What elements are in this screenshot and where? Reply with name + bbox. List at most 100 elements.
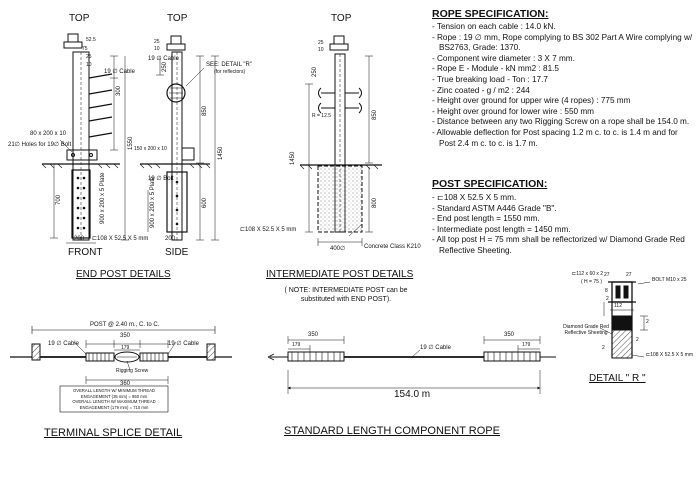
label-channel-int: ⊏108 X 52.5 X 5 mm bbox=[240, 227, 297, 233]
label-plate-900-side: 900 x 200 x 5 Plate bbox=[150, 176, 156, 228]
dim-25-int: 25 bbox=[318, 40, 324, 46]
rope-spec-item: - True breaking load - Ton : 17.7 bbox=[432, 74, 548, 84]
splice-note: OVERALL LENGTH W/ MINIMUM THREAD ENGAGEM… bbox=[60, 388, 168, 410]
post-spec-list: - ⊏108 X 52.5 X 5 mm. - Standard ASTM A4… bbox=[432, 193, 694, 257]
end-post-side bbox=[139, 35, 219, 241]
intermediate-note-line-2: substituted with END POST). bbox=[300, 296, 392, 303]
dim-250-int: 250 bbox=[312, 66, 318, 77]
detail-2c: 2 bbox=[636, 337, 639, 343]
terminal-splice-caption: TERMINAL SPLICE DETAIL bbox=[44, 427, 183, 439]
dim-850-int: 850 bbox=[372, 109, 378, 120]
dim-400: 400∅ bbox=[330, 246, 346, 252]
splice-note-line-2: ENGAGEMENT (35 mm) = 950 mm bbox=[80, 393, 148, 399]
dim-1450-int: 1450 bbox=[290, 151, 296, 165]
detail-sheeting-line-1: Diamond Grade Red bbox=[563, 324, 609, 330]
top-label-intermediate: TOP bbox=[331, 13, 352, 24]
detail-sheeting-line-2: Reflective Sheeting bbox=[564, 330, 608, 336]
dim-250: 250 bbox=[162, 61, 168, 72]
detail-channel-bottom: ⊏108 X 52.5 X 5 mm bbox=[646, 352, 693, 358]
detail-112: 112 bbox=[614, 303, 622, 309]
label-plate-900-front: 900 x 200 x 5 Plate bbox=[100, 172, 106, 224]
label-cable19-side: 19 ∅ Cable bbox=[148, 56, 179, 62]
dim-10a: 10 bbox=[86, 62, 92, 68]
detail-2d: 2 bbox=[602, 345, 605, 351]
splice-dim-179: 179 bbox=[121, 345, 130, 351]
top-label-end-side: TOP bbox=[167, 13, 188, 24]
rope-dim-179b: 179 bbox=[522, 342, 531, 348]
detail-27b: 27 bbox=[626, 272, 632, 278]
splice-note-line-3: OVERALL LENGTH W/ MAXIMUM THREAD bbox=[72, 399, 156, 405]
label-bolt19-side: 19 ∅ Bolt bbox=[148, 176, 174, 182]
dim-52-5: 52.5 bbox=[86, 37, 96, 43]
dim-700: 700 bbox=[56, 194, 62, 205]
rope-cable-label: 19 ∅ Cable bbox=[420, 345, 451, 351]
rope-spec-item: - Tension on each cable : 14.0 kN. bbox=[432, 22, 556, 31]
end-post-front bbox=[41, 33, 129, 244]
rope-length: 154.0 m bbox=[394, 389, 431, 400]
dim-10-int: 10 bbox=[318, 47, 324, 53]
label-plate-80: 80 x 200 x 10 bbox=[30, 131, 67, 137]
dim-10b: 10 bbox=[154, 46, 160, 52]
dim-r: R = 12.5 bbox=[312, 113, 332, 119]
side-label: SIDE bbox=[165, 247, 189, 258]
post-spec-title: POST SPECIFICATION: bbox=[432, 178, 548, 190]
detail-8: 8 bbox=[605, 288, 608, 294]
dim-75: 75 bbox=[82, 46, 88, 52]
top-label-end-front: TOP bbox=[69, 13, 90, 24]
rope-dim-179a: 179 bbox=[292, 342, 301, 348]
rope-spec-title: ROPE SPECIFICATION: bbox=[432, 8, 549, 20]
splice-note-line-1: OVERALL LENGTH W/ MINIMUM THREAD bbox=[73, 388, 155, 393]
label-for-reflectors: (for reflectors) bbox=[214, 69, 246, 75]
detail-2b: 2 bbox=[646, 319, 649, 325]
label-concrete: Concrete Class K210 bbox=[364, 244, 421, 250]
component-rope-caption: STANDARD LENGTH COMPONENT ROPE bbox=[284, 425, 500, 437]
splice-dim-360: 360 bbox=[120, 381, 131, 387]
label-see-detail: SEE: DETAIL "R" bbox=[206, 62, 252, 68]
post-spacing-label: POST @ 2.40 m., C. to C. bbox=[90, 322, 160, 328]
post-spec-item: - Standard ASTM A446 Grade "B". bbox=[432, 203, 557, 213]
rope-spec-item: - Zinc coated - g / m2 : 244 bbox=[432, 85, 530, 95]
rope-dim-350b: 350 bbox=[504, 332, 515, 338]
rope-spec-item: - Component wire diameter : 3 X 7 mm. bbox=[432, 53, 575, 63]
detail-r-drawing bbox=[599, 281, 651, 359]
dim-600: 600 bbox=[202, 197, 208, 208]
dim-200b: 200 bbox=[165, 236, 176, 242]
label-cable19-front: 19 ∅ Cable bbox=[104, 69, 135, 75]
post-spec-item: - Intermediate post length = 1450 mm. bbox=[432, 224, 571, 234]
intermediate-caption: INTERMEDIATE POST DETAILS bbox=[266, 269, 414, 280]
splice-cable-right: 19 ∅ Cable bbox=[168, 341, 199, 347]
splice-note-line-4: ENGAGEMENT (179 mm) = 710 mm bbox=[79, 404, 149, 410]
intermediate-note-line-1: ( NOTE: INTERMEDIATE POST can be bbox=[284, 287, 408, 294]
intermediate-post bbox=[299, 35, 382, 246]
detail-h: ( H = 75 ) bbox=[581, 279, 602, 285]
rope-spec-list: - Tension on each cable : 14.0 kN. - Rop… bbox=[432, 22, 694, 149]
rigging-screw-label: Rigging Screw bbox=[116, 368, 149, 374]
detail-channel-top: ⊏112 x 60 x 2 bbox=[572, 271, 604, 277]
dim-300: 300 bbox=[116, 85, 122, 96]
dim-1450-side: 1450 bbox=[218, 146, 224, 160]
end-post-caption: END POST DETAILS bbox=[76, 269, 171, 280]
rope-spec-item: - Distance between any two Rigging Screw… bbox=[432, 117, 690, 127]
detail-2a: 2 bbox=[606, 296, 609, 302]
post-spec-item: - ⊏108 X 52.5 X 5 mm. bbox=[432, 193, 517, 202]
splice-cable-left: 19 ∅ Cable bbox=[48, 341, 79, 347]
detail-r-caption: DETAIL " R " bbox=[589, 373, 646, 384]
rope-spec-item: - Height over ground for upper wire (4 r… bbox=[432, 96, 631, 106]
post-spec-item: - All top post H = 75 mm shall be reflec… bbox=[432, 235, 685, 255]
rope-spec-item: - Rope : 19 ∅ mm, Rope complying to BS 3… bbox=[432, 32, 693, 53]
rope-spec-item: - Rope E - Module - kN mm2 : 81.5 bbox=[432, 64, 559, 74]
dim-850: 850 bbox=[202, 105, 208, 116]
front-label: FRONT bbox=[68, 247, 103, 258]
intermediate-note: ( NOTE: INTERMEDIATE POST can be substit… bbox=[266, 286, 426, 304]
label-holes: 21∅ Holes for 19∅ Bolt bbox=[8, 142, 72, 148]
dim-25: 25 bbox=[86, 54, 92, 60]
label-channel-end: ⊏108 X 52.5 X 5 mm bbox=[92, 236, 149, 242]
dim-200a: 200 bbox=[74, 236, 85, 242]
post-spec-item: - End post length = 1550 mm. bbox=[432, 214, 540, 224]
dim-25-side: 25 bbox=[154, 39, 160, 45]
detail-sheeting: Diamond Grade Red Reflective Sheeting bbox=[558, 324, 614, 336]
detail-27a: 27 bbox=[604, 272, 610, 278]
label-plate-150: 150 x 200 x 10 bbox=[134, 146, 167, 152]
rope-dim-350a: 350 bbox=[308, 332, 319, 338]
